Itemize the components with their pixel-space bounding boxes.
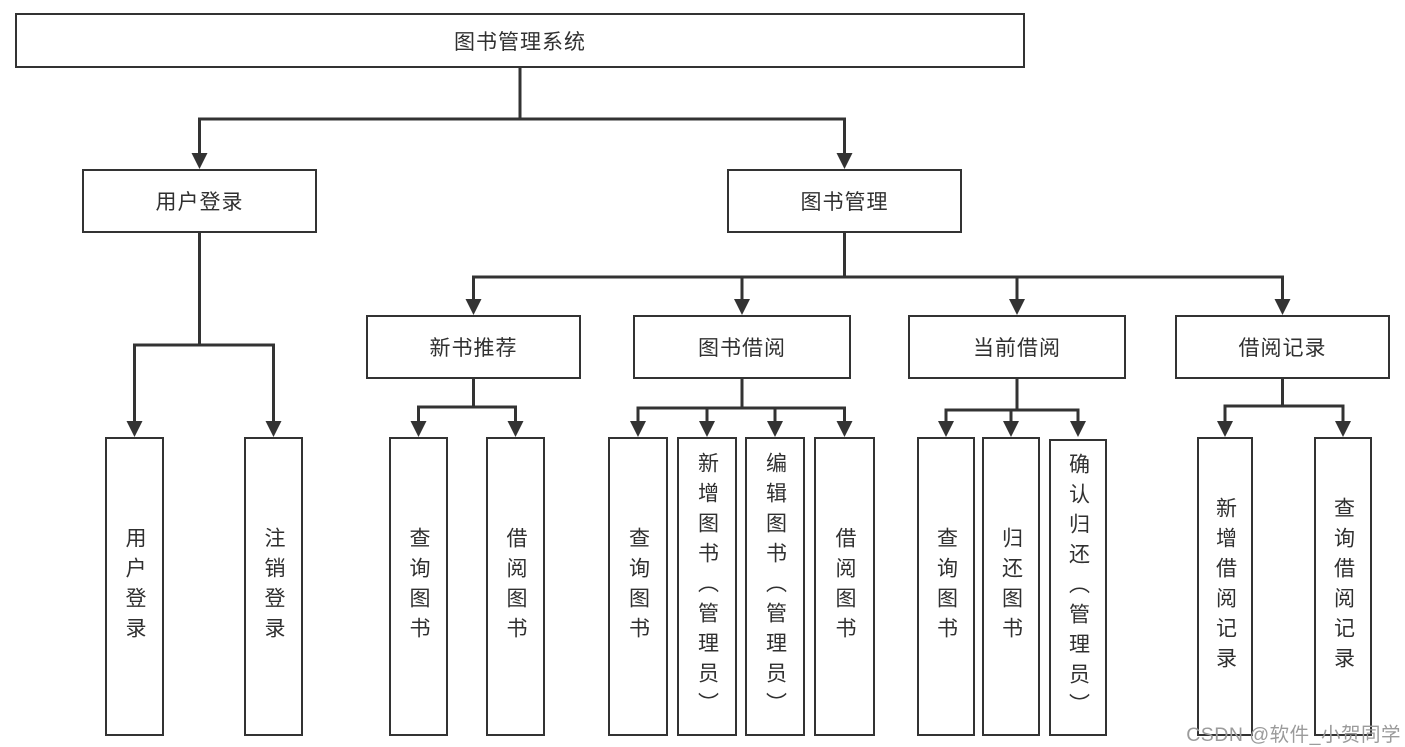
arrowhead [938, 421, 954, 437]
node-label: 新书推荐 [429, 337, 518, 360]
arrowhead [1070, 421, 1086, 437]
connector-new-book-recommendation-children [410, 379, 524, 437]
leaf-label: 查询图书 [626, 526, 650, 647]
leaf-user-login: 用户登录 [105, 437, 164, 736]
node-label: 图书管理 [800, 191, 889, 214]
arrowhead [836, 153, 853, 169]
leaf-label: 查询图书 [407, 526, 430, 647]
leaf-label: 确认归还（管理员） [1066, 452, 1090, 723]
leaf-cb-query-books: 查询图书 [917, 437, 975, 736]
leaf-label: 查询借阅记录 [1331, 496, 1355, 677]
arrowhead [836, 421, 853, 437]
connector-book-borrowing-children [630, 379, 853, 437]
leaf-bb-add-book-admin: 新增图书（管理员） [677, 437, 737, 736]
leaf-br-add-borrow-record: 新增借阅记录 [1197, 437, 1253, 736]
arrowhead [699, 421, 715, 437]
node-label: 图书管理系统 [454, 30, 586, 54]
arrowhead [630, 421, 646, 437]
connector-borrowing-records-children [1217, 379, 1351, 437]
node-label: 用户登录 [155, 191, 244, 214]
arrowhead [1274, 299, 1291, 315]
leaf-label: 归还图书 [999, 526, 1023, 647]
connector-current-borrowing-children [938, 379, 1086, 437]
leaf-label: 借阅图书 [504, 526, 527, 647]
leaf-label: 用户登录 [123, 526, 146, 647]
leaf-label: 编辑图书（管理员） [763, 451, 787, 722]
leaf-label: 新增借阅记录 [1213, 496, 1237, 677]
arrowhead [1335, 421, 1351, 437]
arrowhead [507, 421, 524, 437]
node-current-borrowing: 当前借阅 [908, 315, 1126, 379]
arrowhead [410, 421, 427, 437]
node-label: 当前借阅 [973, 337, 1061, 360]
leaf-bb-borrow-books: 借阅图书 [814, 437, 875, 736]
arrowhead [1009, 299, 1025, 315]
node-new-book-recommendation: 新书推荐 [366, 315, 581, 379]
arrowhead [734, 299, 750, 315]
leaf-label: 查询图书 [934, 526, 958, 647]
arrowhead [767, 421, 783, 437]
leaf-label: 借阅图书 [833, 526, 856, 647]
arrowhead [1217, 421, 1233, 437]
arrowhead [126, 421, 143, 437]
connector-book-management-children [465, 233, 1291, 315]
leaf-cb-confirm-return-admin: 确认归还（管理员） [1049, 439, 1107, 736]
node-book-borrowing: 图书借阅 [633, 315, 851, 379]
leaf-bb-query-books: 查询图书 [608, 437, 668, 736]
arrowhead [1003, 421, 1019, 437]
connector-root-to-level2 [191, 68, 853, 169]
arrowhead [265, 421, 282, 437]
leaf-br-query-borrow-record: 查询借阅记录 [1314, 437, 1372, 736]
node-book-management: 图书管理 [727, 169, 962, 233]
leaf-bb-edit-book-admin: 编辑图书（管理员） [745, 437, 805, 736]
arrowhead [465, 299, 482, 315]
leaf-nbr-query-books: 查询图书 [389, 437, 448, 736]
leaf-logout: 注销登录 [244, 437, 303, 736]
node-library-management-system: 图书管理系统 [15, 13, 1025, 68]
node-borrowing-records: 借阅记录 [1175, 315, 1390, 379]
leaf-label: 注销登录 [262, 526, 285, 647]
csdn-watermark: CSDN @软件_小贺同学 [1186, 724, 1401, 746]
node-label: 借阅记录 [1238, 337, 1327, 360]
leaf-label: 新增图书（管理员） [695, 451, 719, 722]
leaf-cb-return-books: 归还图书 [982, 437, 1040, 736]
leaf-nbr-borrow-books: 借阅图书 [486, 437, 545, 736]
arrowhead [191, 153, 208, 169]
node-label: 图书借阅 [698, 337, 786, 360]
node-user-login: 用户登录 [82, 169, 317, 233]
connector-user-login-children [126, 233, 282, 437]
